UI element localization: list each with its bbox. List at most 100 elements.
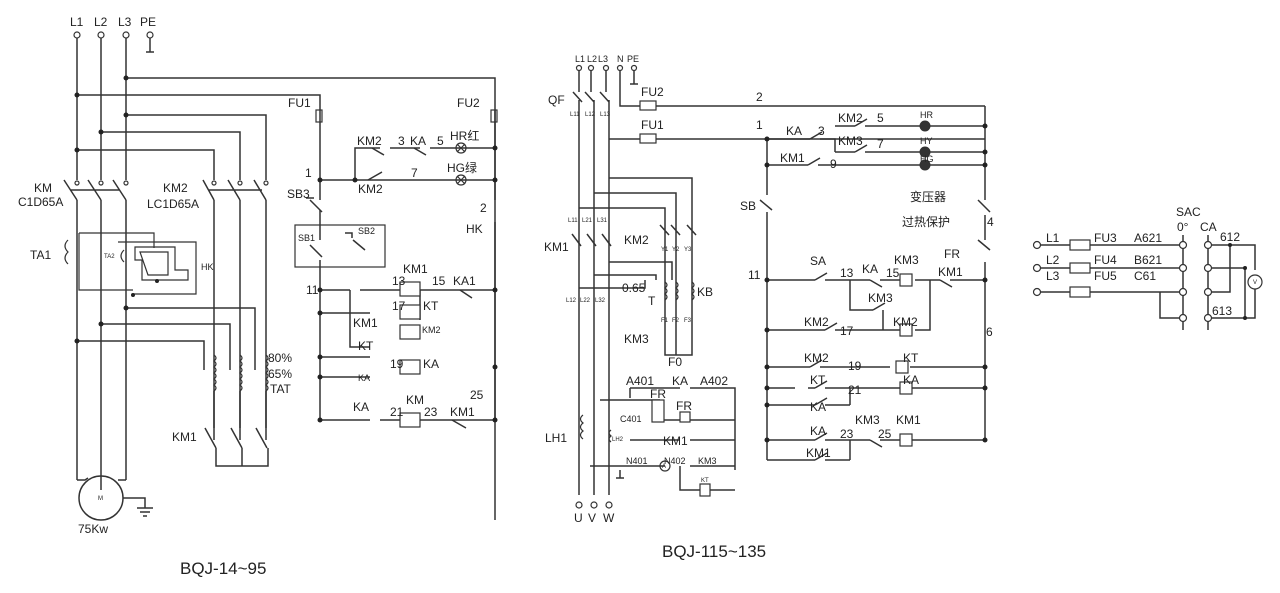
km-label: KM <box>34 181 52 195</box>
supply-terminals <box>73 31 154 53</box>
prot-fr-label: FR <box>650 387 666 401</box>
ka-coil-label: KA <box>423 357 439 371</box>
node-5-label: 5 <box>437 134 444 148</box>
r-kt-contact-label: KT <box>810 373 826 387</box>
r-node-19: 19 <box>848 359 862 373</box>
protection-circuit <box>579 387 736 497</box>
tap-80-label: 80% <box>268 351 292 365</box>
a401-label: A401 <box>626 374 654 388</box>
km2-aux-label: KM2 <box>357 134 382 148</box>
left-diagram: L1 L2 L3 PE KM C1D65A KM2 LC1D65A TA1 TA… <box>18 15 498 578</box>
svg-text:M: M <box>98 496 103 502</box>
qf-out-l13: L13 <box>600 112 611 118</box>
r-supply-n: N <box>617 54 624 64</box>
node-15-label: 15 <box>432 274 446 288</box>
r-fu1-label: FU1 <box>641 118 664 132</box>
autotransformer-coils <box>213 354 269 428</box>
n401-label: N401 <box>626 456 648 466</box>
r-km3-nc-label: KM3 <box>868 291 893 305</box>
km1-out-l31: L31 <box>597 218 608 224</box>
f2-label: F2 <box>672 318 680 324</box>
fu2-label: FU2 <box>457 96 480 110</box>
voltmeter-label: V <box>1253 280 1257 286</box>
r-node-11: 11 <box>748 268 761 282</box>
qf-label: QF <box>548 93 565 107</box>
hg-lamp <box>919 159 931 171</box>
km1-coil-label: KM1 <box>403 262 428 276</box>
km1-star-label: KM1 <box>172 430 197 444</box>
fu2-fuse <box>639 100 657 111</box>
b621-label: B621 <box>1134 253 1162 267</box>
lh2-label: LH2 <box>612 437 624 443</box>
r-fu2-label: FU2 <box>641 85 664 99</box>
r-km3-label: KM3 <box>624 332 649 346</box>
right-control-circuit <box>759 106 991 461</box>
supply-l1-label: L1 <box>70 15 84 29</box>
r-node-4: 4 <box>987 215 994 229</box>
km2-label: KM2 <box>163 181 188 195</box>
fu1-label: FU1 <box>288 96 311 110</box>
right-diagram: L1 L2 L3 N PE QF FU2 FU1 2 1 L11 L12 L13… <box>544 54 1263 561</box>
r-node-7: 7 <box>877 137 884 151</box>
supply-l3-label: L3 <box>118 15 132 29</box>
km-coil-label: KM <box>406 393 424 407</box>
left-control-circuit <box>294 109 498 429</box>
hg-label: HG绿 <box>447 160 477 175</box>
r-kt-coil-label: KT <box>903 351 919 365</box>
r-node-3: 3 <box>818 124 825 138</box>
node-21-label: 21 <box>390 405 404 419</box>
r-node-2: 2 <box>756 90 763 104</box>
r-km1-nc-label: KM1 <box>938 265 963 279</box>
out-u: U <box>574 511 583 525</box>
r-km3-coil-label: KM3 <box>894 253 919 267</box>
kt-contact-label: KT <box>358 339 374 353</box>
pos-0-label: 0° <box>1177 220 1189 234</box>
hy-lamp <box>919 146 931 158</box>
current-transformer-block <box>64 232 197 297</box>
r-km1-label: KM1 <box>544 240 569 254</box>
r-node-6: 6 <box>986 325 993 339</box>
hk-contact-label: HK <box>466 222 483 236</box>
t-label: T <box>648 294 656 308</box>
r-supply-pe: PE <box>627 54 639 64</box>
r-supply-l3: L3 <box>598 54 608 64</box>
r-ka2-label: KA <box>862 262 878 276</box>
voltmeter-symbol <box>1247 274 1263 290</box>
r-ka4-label: KA <box>810 424 826 438</box>
km1-aux-label: KM1 <box>353 316 378 330</box>
km1-out-l11: L11 <box>568 218 578 224</box>
prot-km1-label: KM1 <box>663 434 688 448</box>
c61-label: C61 <box>1134 269 1156 283</box>
node-7-label: 7 <box>411 166 418 180</box>
f1-label: F1 <box>661 318 669 324</box>
r-ka-label: KA <box>786 124 802 138</box>
overheat-protection-label: 过热保护 <box>902 215 950 229</box>
r-supply-l2: L2 <box>587 54 597 64</box>
tap-65-label: 65% <box>268 367 292 381</box>
node-11-label: 11 <box>306 283 319 297</box>
hg-lamp-label: HG <box>920 154 934 164</box>
ka-contact-label: KA <box>358 373 370 383</box>
r-node-9: 9 <box>830 157 837 171</box>
km-model-label: C1D65A <box>18 195 63 209</box>
node-19-label: 19 <box>390 357 404 371</box>
meter-l3-label: L3 <box>1046 269 1060 283</box>
fu4-label: FU4 <box>1094 253 1117 267</box>
y1-label: Y1 <box>661 247 669 253</box>
sa-label: SA <box>810 254 826 268</box>
km2-model-label: LC1D65A <box>147 197 199 211</box>
r-km2-no-label: KM2 <box>804 315 829 329</box>
lh1-label: LH1 <box>545 431 567 445</box>
supply-l2-label: L2 <box>94 15 108 29</box>
r-ka3-label: KA <box>810 400 826 414</box>
hr-label: HR红 <box>450 128 479 143</box>
y2-label: Y2 <box>672 247 680 253</box>
r-km1-seal-label: KM1 <box>806 446 831 460</box>
r-node-25: 25 <box>878 427 892 441</box>
meter-l2-label: L2 <box>1046 253 1060 267</box>
node-13-label: 13 <box>392 274 406 288</box>
r-node-23: 23 <box>840 427 854 441</box>
meter-l1-label: L1 <box>1046 231 1060 245</box>
kt-coil-label: KT <box>423 299 439 313</box>
